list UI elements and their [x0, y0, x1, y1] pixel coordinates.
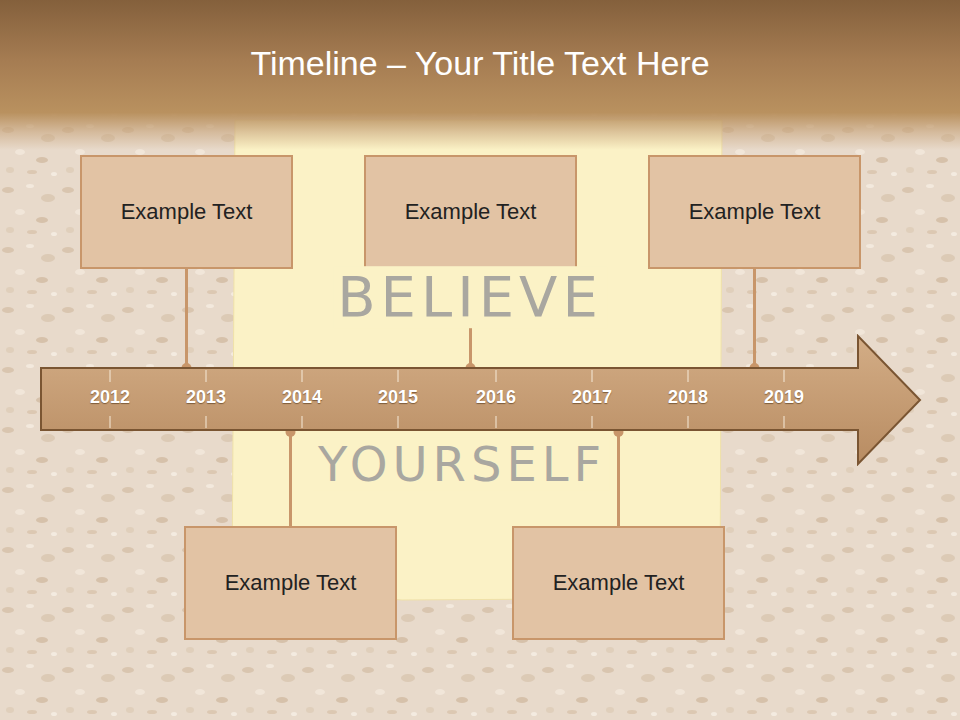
year-label: 2016	[476, 387, 516, 408]
timeline-stem	[286, 427, 296, 526]
note-handwriting: BELIEVE	[333, 266, 607, 328]
event-box: Example Text	[512, 526, 725, 640]
year-label: 2012	[90, 387, 130, 408]
event-box: Example Text	[80, 155, 293, 269]
timeline-stem	[614, 427, 624, 526]
event-box: Example Text	[648, 155, 861, 269]
box-text: Example Text	[553, 570, 685, 596]
timeline-stem	[750, 269, 760, 373]
year-label: 2014	[282, 387, 322, 408]
slide-title: Timeline – Your Title Text Here	[0, 44, 960, 83]
year-label: 2015	[378, 387, 418, 408]
year-label: 2018	[668, 387, 708, 408]
box-text: Example Text	[225, 570, 357, 596]
year-label: 2017	[572, 387, 612, 408]
year-label: 2019	[764, 387, 804, 408]
note-handwriting: YOURSELF	[314, 438, 610, 491]
event-box: Example Text	[364, 155, 577, 269]
box-text: Example Text	[689, 199, 821, 225]
timeline-stem	[182, 269, 192, 373]
event-box: Example Text	[184, 526, 397, 640]
year-label: 2013	[186, 387, 226, 408]
box-text: Example Text	[121, 199, 253, 225]
box-text: Example Text	[405, 199, 537, 225]
